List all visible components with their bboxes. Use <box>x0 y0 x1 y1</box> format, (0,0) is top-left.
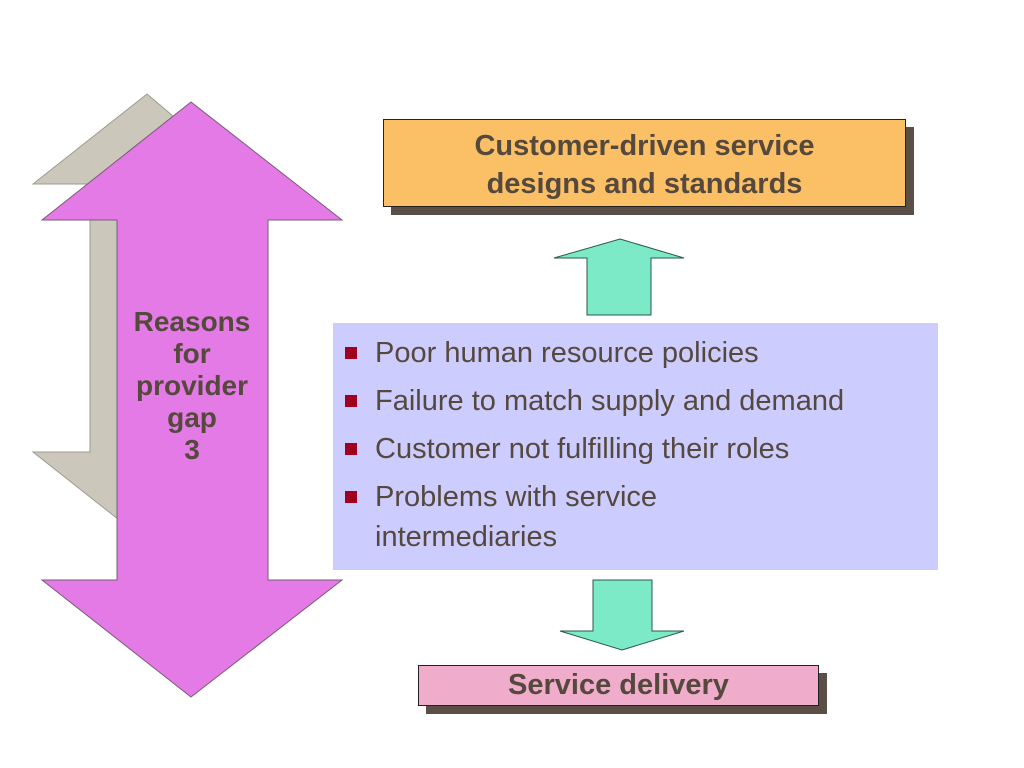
reason-item: Customer not fulfilling their roles <box>345 429 938 469</box>
reason-item: Poor human resource policies <box>345 333 938 373</box>
gap-label-line: gap <box>167 402 217 433</box>
service-delivery-label: Service delivery <box>508 669 729 701</box>
bullet-square-icon <box>345 395 357 407</box>
bullet-square-icon <box>345 347 357 359</box>
reason-item: Problems with service intermediaries <box>345 477 938 557</box>
service-delivery-box: Service delivery <box>418 665 819 706</box>
top-box-line: Customer-driven service <box>474 130 815 162</box>
top-box-line: designs and standards <box>486 168 803 200</box>
reason-item: Failure to match supply and demand <box>345 381 938 421</box>
customer-driven-standards-box: Customer-driven service designs and stan… <box>383 119 906 207</box>
gap-label-line: for <box>173 338 211 369</box>
bullet-square-icon <box>345 443 357 455</box>
bullet-square-icon <box>345 491 357 503</box>
reasons-panel: Poor human resource policies Failure to … <box>333 323 938 570</box>
gap-label-line: provider <box>135 370 249 401</box>
gap-arrow-label: Reasons for provider gap 3 <box>112 306 272 466</box>
gap-label-line: 3 <box>184 434 200 465</box>
gap-label-line: Reasons <box>133 306 251 337</box>
